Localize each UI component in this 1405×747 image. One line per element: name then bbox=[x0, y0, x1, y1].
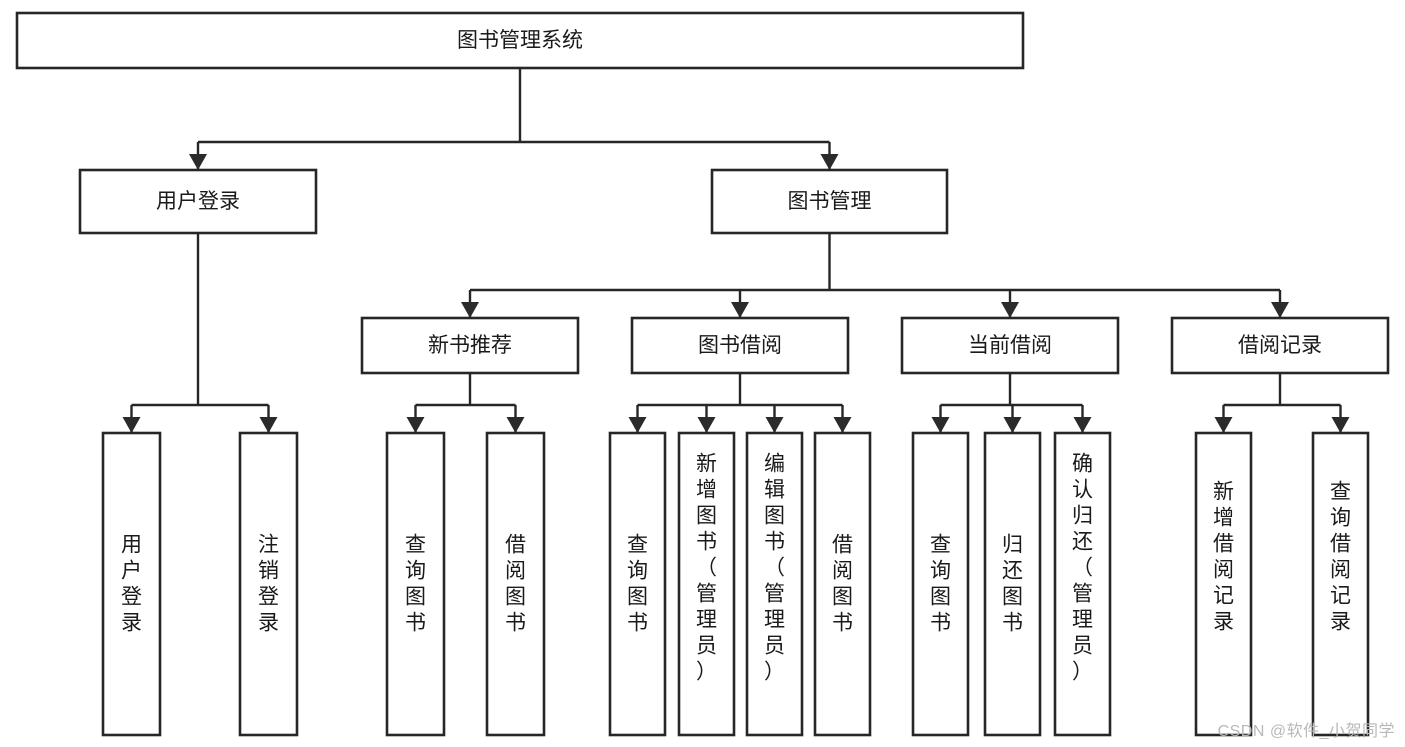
arrow-head-icon bbox=[1073, 417, 1092, 433]
node-leaf-edit-book-box[interactable] bbox=[745, 431, 804, 737]
arrow-head-icon bbox=[506, 417, 525, 433]
node-leaf-logout-label: 注销登录 bbox=[258, 534, 279, 635]
arrow-head-icon bbox=[931, 417, 950, 433]
arrow-head-icon bbox=[406, 417, 425, 433]
node-leaf-query-record-box[interactable] bbox=[1311, 431, 1370, 737]
arrow-head-icon bbox=[461, 302, 479, 318]
node-leaf-borrow-book-box[interactable] bbox=[813, 431, 872, 737]
node-book-manage-box[interactable] bbox=[710, 168, 949, 235]
node-new-book-rec-label: 新书推荐 bbox=[428, 334, 512, 357]
node-book-borrow[interactable]: 图书借阅 bbox=[630, 316, 850, 375]
arrow-head-icon bbox=[628, 417, 647, 433]
connector-layer bbox=[122, 68, 1350, 433]
node-leaf-add-record-box[interactable] bbox=[1194, 431, 1253, 737]
node-leaf-query-record[interactable]: 查询借阅记录 bbox=[1311, 431, 1370, 737]
arrow-head-icon bbox=[1271, 302, 1289, 318]
arrow-head-icon bbox=[189, 154, 207, 170]
node-leaf-return-book-label: 归还图书 bbox=[1002, 534, 1023, 635]
node-leaf-confirm-return-box[interactable] bbox=[1053, 431, 1112, 737]
node-leaf-return-book[interactable]: 归还图书 bbox=[983, 431, 1042, 737]
node-user-login-box[interactable] bbox=[78, 168, 318, 235]
node-new-book-rec-box[interactable] bbox=[360, 316, 580, 375]
arrow-head-icon bbox=[697, 417, 716, 433]
node-root-label: 图书管理系统 bbox=[457, 29, 583, 52]
node-leaf-logout[interactable]: 注销登录 bbox=[238, 431, 299, 737]
arrow-head-icon bbox=[833, 417, 852, 433]
node-leaf-query-book-rec-label: 查询图书 bbox=[405, 534, 426, 635]
node-borrow-record[interactable]: 借阅记录 bbox=[1170, 316, 1390, 375]
node-leaf-query-book-rec-box[interactable] bbox=[385, 431, 446, 737]
arrow-head-icon bbox=[1331, 417, 1350, 433]
arrow-head-icon bbox=[259, 417, 278, 433]
arrow-head-icon bbox=[820, 154, 839, 170]
node-leaf-add-book-label: 新增图书（管理员） bbox=[696, 453, 717, 684]
node-leaf-query-book-borrow-box[interactable] bbox=[608, 431, 667, 737]
node-current-borrow[interactable]: 当前借阅 bbox=[900, 316, 1120, 375]
node-leaf-query-book-cur[interactable]: 查询图书 bbox=[911, 431, 970, 737]
node-book-borrow-label: 图书借阅 bbox=[698, 334, 782, 357]
node-leaf-add-book-box[interactable] bbox=[677, 431, 736, 737]
node-leaf-add-record-label: 新增借阅记录 bbox=[1213, 481, 1234, 634]
arrow-head-icon bbox=[1214, 417, 1233, 433]
node-root[interactable]: 图书管理系统 bbox=[15, 11, 1025, 70]
arrow-head-icon bbox=[765, 417, 784, 433]
node-leaf-borrow-book-label: 借阅图书 bbox=[832, 534, 853, 635]
node-user-login-label: 用户登录 bbox=[156, 190, 240, 213]
node-leaf-borrow-book-rec[interactable]: 借阅图书 bbox=[485, 431, 546, 737]
node-leaf-logout-box[interactable] bbox=[238, 431, 299, 737]
node-leaf-user-login-box[interactable] bbox=[101, 431, 162, 737]
node-book-manage-label: 图书管理 bbox=[788, 190, 872, 213]
arrow-head-icon bbox=[731, 302, 749, 318]
arrow-head-icon bbox=[122, 417, 141, 433]
node-leaf-query-book-borrow-label: 查询图书 bbox=[627, 534, 648, 635]
node-leaf-query-book-cur-label: 查询图书 bbox=[930, 534, 951, 635]
node-current-borrow-label: 当前借阅 bbox=[968, 334, 1052, 357]
node-new-book-rec[interactable]: 新书推荐 bbox=[360, 316, 580, 375]
node-leaf-confirm-return-label: 确认归还（管理员） bbox=[1072, 453, 1093, 684]
node-leaf-query-record-label: 查询借阅记录 bbox=[1330, 481, 1351, 634]
node-leaf-edit-book-label: 编辑图书（管理员） bbox=[764, 453, 785, 684]
node-leaf-user-login[interactable]: 用户登录 bbox=[101, 431, 162, 737]
node-book-borrow-box[interactable] bbox=[630, 316, 850, 375]
node-leaf-add-record[interactable]: 新增借阅记录 bbox=[1194, 431, 1253, 737]
node-leaf-edit-book[interactable]: 编辑图书（管理员） bbox=[745, 431, 804, 737]
node-leaf-add-book[interactable]: 新增图书（管理员） bbox=[677, 431, 736, 737]
node-leaf-borrow-book-rec-box[interactable] bbox=[485, 431, 546, 737]
node-borrow-record-label: 借阅记录 bbox=[1238, 334, 1322, 357]
node-borrow-record-box[interactable] bbox=[1170, 316, 1390, 375]
node-root-box[interactable] bbox=[15, 11, 1025, 70]
node-current-borrow-box[interactable] bbox=[900, 316, 1120, 375]
node-leaf-return-book-box[interactable] bbox=[983, 431, 1042, 737]
node-leaf-confirm-return[interactable]: 确认归还（管理员） bbox=[1053, 431, 1112, 737]
node-leaf-user-login-label: 用户登录 bbox=[121, 534, 142, 635]
node-leaf-borrow-book-rec-label: 借阅图书 bbox=[505, 534, 526, 635]
node-layer: 图书管理系统用户登录图书管理新书推荐图书借阅当前借阅借阅记录用户登录注销登录查询… bbox=[15, 11, 1390, 737]
node-user-login[interactable]: 用户登录 bbox=[78, 168, 318, 235]
node-leaf-borrow-book[interactable]: 借阅图书 bbox=[813, 431, 872, 737]
node-leaf-query-book-rec[interactable]: 查询图书 bbox=[385, 431, 446, 737]
node-book-manage[interactable]: 图书管理 bbox=[710, 168, 949, 235]
arrow-head-icon bbox=[1003, 417, 1022, 433]
arrow-head-icon bbox=[1001, 302, 1019, 318]
node-leaf-query-book-cur-box[interactable] bbox=[911, 431, 970, 737]
node-leaf-query-book-borrow[interactable]: 查询图书 bbox=[608, 431, 667, 737]
